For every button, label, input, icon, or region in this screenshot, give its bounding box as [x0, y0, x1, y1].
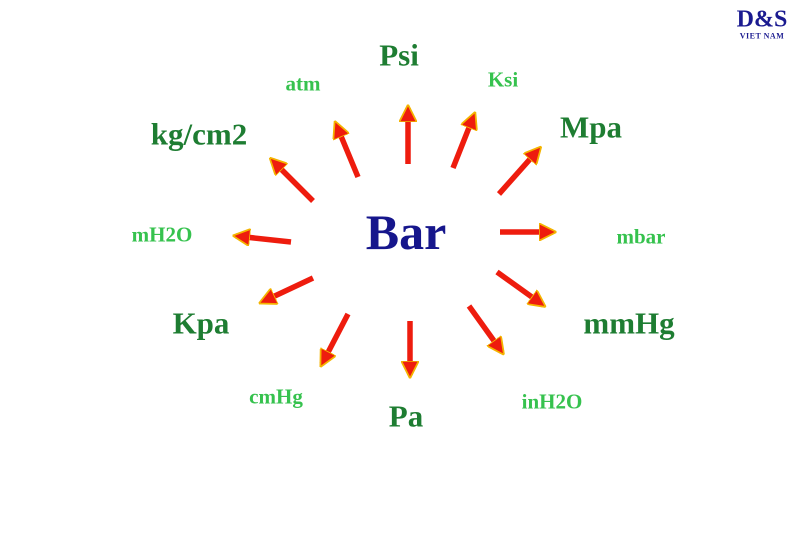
unit-atm: atm: [285, 71, 321, 96]
arrow-to-kpa: [262, 275, 315, 302]
ds-vietnam-logo: D&S VIET NAM: [737, 8, 788, 41]
arrow-to-ksi: [450, 115, 474, 170]
logo-sub-text: VIET NAM: [739, 31, 785, 41]
unit-kpa: Kpa: [172, 305, 230, 341]
unit-mbar: mbar: [616, 224, 666, 249]
arrow-to-mpa: [496, 149, 539, 196]
arrow-to-inh2o: [466, 304, 502, 352]
unit-mh2o: mH2O: [131, 222, 193, 247]
unit-pa: Pa: [388, 398, 424, 434]
center-unit-bar: Bar: [365, 204, 447, 260]
arrow-to-kgcm2: [272, 160, 315, 203]
unit-inh2o: inH2O: [521, 389, 583, 414]
arrow-to-atm: [336, 124, 361, 179]
unit-cmhg: cmHg: [249, 384, 303, 409]
logo-main-text: D&S: [736, 6, 788, 33]
unit-kgcm2: kg/cm2: [150, 116, 248, 152]
unit-psi: Psi: [379, 37, 419, 73]
unit-mmhg: mmHg: [583, 305, 675, 341]
unit-ksi: Ksi: [487, 67, 519, 92]
arrow-to-mmhg: [495, 269, 543, 305]
unit-mpa: Mpa: [560, 109, 622, 145]
arrow-to-mh2o: [236, 236, 292, 242]
arrow-to-cmhg: [322, 312, 351, 364]
